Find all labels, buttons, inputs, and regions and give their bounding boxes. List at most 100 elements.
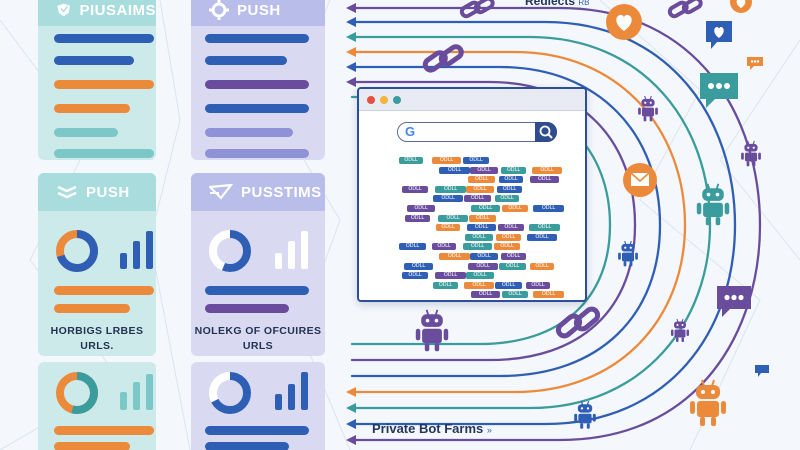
- donut-chart-icon: [56, 372, 98, 414]
- android-robot-icon: [574, 401, 596, 429]
- progress-bar: [54, 34, 154, 43]
- url-chip: ODLL: [496, 233, 521, 241]
- redirects-text: Redlects: [525, 0, 576, 8]
- url-chip: ODLL: [432, 157, 461, 164]
- caption-line: URLS.: [80, 340, 114, 352]
- url-chip: ODLL: [402, 272, 428, 280]
- url-chip: ODLL: [471, 205, 500, 212]
- search-icon: [539, 125, 553, 139]
- url-chip: ODLL: [405, 214, 430, 222]
- progress-bar: [205, 80, 309, 89]
- redirects-label: Redlects RB: [525, 0, 590, 8]
- progress-bar: [205, 442, 289, 450]
- mail-icon: [623, 163, 657, 197]
- url-chip: ODLL: [439, 253, 470, 260]
- private-bot-farms-label: Private Bot Farms »: [372, 421, 492, 436]
- redirects-mark: RB: [578, 0, 590, 7]
- url-chip: ODLL: [530, 262, 554, 270]
- url-chip: ODLL: [469, 214, 496, 222]
- progress-bar: [54, 426, 154, 435]
- progress-bar: [205, 286, 309, 295]
- url-chip: ODLL: [463, 157, 489, 164]
- private-bot-farms-text: Private Bot Farms: [372, 421, 484, 436]
- bar-chart-icon: [120, 370, 153, 410]
- url-chip: ODLL: [499, 262, 526, 270]
- url-chip: ODLL: [502, 291, 528, 299]
- panel-title: PIUSAIMS: [79, 1, 156, 19]
- url-chip: ODLL: [407, 205, 435, 212]
- panel-caption: NOLEKG OF OFCUIRES URLS: [191, 324, 325, 354]
- progress-bar: [205, 128, 293, 137]
- url-chip: ODLL: [501, 166, 526, 174]
- window-maximize-dot[interactable]: [393, 95, 401, 104]
- panel-title: PUSH: [86, 183, 130, 201]
- url-chip: ODLL: [470, 253, 498, 260]
- progress-bar: [54, 286, 154, 295]
- panel-title: PUSSTIMS: [241, 183, 322, 201]
- url-chip: ODLL: [468, 262, 498, 270]
- heart-icon: [606, 4, 642, 40]
- progress-bar: [205, 149, 309, 158]
- window-minimize-dot[interactable]: [380, 95, 388, 104]
- progress-bar: [54, 128, 118, 137]
- url-chip: ODLL: [495, 281, 522, 289]
- chat-bubble-icon: [717, 286, 751, 317]
- panel-header: PUSSTIMS: [191, 173, 325, 211]
- panel-top-left: PIUSAIMS: [38, 0, 156, 160]
- url-chip: ODLL: [435, 272, 466, 280]
- url-chip: ODLL: [432, 243, 456, 251]
- search-input[interactable]: G: [397, 121, 557, 142]
- url-chip: ODLL: [404, 262, 433, 270]
- progress-bar: [205, 304, 289, 313]
- panel-bottom-left: [38, 362, 156, 450]
- url-chip: ODLL: [530, 176, 559, 184]
- progress-bar: [54, 56, 134, 65]
- progress-bar: [205, 426, 309, 435]
- browser-titlebar: [359, 89, 585, 111]
- url-chip: ODLL: [498, 224, 524, 232]
- donut-chart-icon: [56, 230, 98, 272]
- search-button[interactable]: [535, 121, 557, 142]
- url-chip: ODLL: [502, 205, 528, 212]
- layers-icon: [57, 185, 77, 199]
- panel-header: PIUSAIMS: [38, 0, 156, 26]
- progress-bar: [54, 104, 130, 113]
- window-close-dot[interactable]: [367, 95, 375, 104]
- android-robot-icon: [690, 379, 726, 426]
- progress-bar: [54, 149, 154, 158]
- url-chip: ODLL: [399, 157, 423, 164]
- chain-link-icon: [667, 0, 703, 19]
- shield-icon: [57, 3, 71, 17]
- url-chip: ODLL: [533, 205, 564, 212]
- heart-icon: [730, 0, 752, 13]
- url-chip: ODLL: [526, 281, 550, 289]
- url-chip: ODLL: [471, 291, 500, 299]
- url-chip: ODLL: [466, 185, 494, 193]
- url-chip: ODLL: [499, 176, 523, 184]
- url-chip: ODLL: [494, 243, 520, 251]
- panel-title: PUSH: [237, 1, 281, 19]
- panel-mid-middle: PUSSTIMS NOLEKG OF OFCUIRES URLS: [191, 173, 325, 356]
- url-chip: ODLL: [463, 243, 492, 251]
- url-chip: ODLL: [501, 253, 526, 260]
- url-chip: ODLL: [532, 166, 562, 174]
- url-chip: ODLL: [467, 224, 496, 232]
- url-chip: ODLL: [529, 224, 560, 232]
- url-chip: ODLL: [495, 195, 519, 203]
- panel-mid-left: PUSH HORBIGS LRBES URLS.: [38, 173, 156, 356]
- caption-line: HORBIGS LRBES: [50, 325, 144, 337]
- bar-chart-icon: [275, 229, 308, 269]
- url-chip: ODLL: [465, 233, 493, 241]
- caption-line: URLS: [242, 340, 274, 352]
- android-robot-icon: [415, 309, 449, 352]
- url-chip: ODLL: [527, 233, 557, 241]
- url-chip: ODLL: [533, 291, 564, 299]
- chain-link-icon: [422, 44, 464, 73]
- donut-chart-icon: [209, 230, 251, 272]
- progress-bar: [205, 34, 309, 43]
- chain-link-icon: [555, 306, 601, 339]
- url-chip: ODLL: [433, 281, 458, 289]
- bar-chart-icon: [120, 229, 153, 269]
- google-logo: G: [405, 124, 416, 139]
